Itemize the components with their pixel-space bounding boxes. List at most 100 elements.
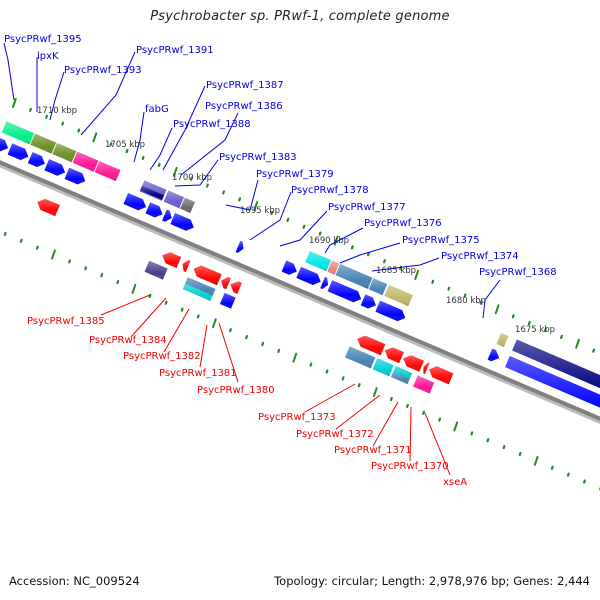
forward-cds-shading — [281, 260, 297, 275]
gene-label[interactable]: PsycPRwf_1372 — [296, 429, 374, 440]
forward-cds-shading — [145, 202, 163, 218]
gene-label[interactable]: PsycPRwf_1374 — [441, 251, 519, 262]
minor-tick — [125, 149, 129, 154]
gene-label[interactable]: PsycPRwf_1386 — [205, 101, 283, 112]
major-tick — [11, 97, 17, 108]
minor-tick — [286, 217, 290, 223]
minor-tick — [141, 155, 145, 161]
reverse-cds-shading — [162, 252, 182, 269]
scale-label: 1695 kbp — [240, 206, 280, 216]
forward-cds-shading — [44, 159, 66, 176]
gene-label[interactable]: PsycPRwf_1385 — [27, 316, 105, 327]
cog-box-shading — [219, 292, 236, 309]
cog-box-shading — [496, 332, 509, 348]
gene-label[interactable]: PsycPRwf_1395 — [4, 34, 82, 45]
cog-box-shading — [163, 190, 184, 209]
gene-label[interactable]: PsycPRwf_1384 — [89, 335, 167, 346]
reverse-cds-shading — [230, 281, 242, 294]
cog-box-shading — [368, 278, 388, 296]
gene-label[interactable]: PsycPRwf_1381 — [159, 368, 237, 379]
minor-tick — [45, 114, 49, 119]
cog-box-shading — [392, 366, 413, 380]
minor-tick — [164, 300, 168, 305]
minor-tick — [29, 107, 32, 112]
gene-label[interactable]: PsycPRwf_1391 — [136, 45, 214, 56]
scale-label: 1700 kbp — [172, 173, 212, 183]
major-tick — [292, 352, 298, 363]
cog-box-shading — [512, 339, 600, 389]
reverse-cds-shading — [37, 198, 60, 217]
major-tick — [51, 249, 56, 260]
major-tick — [372, 387, 378, 398]
scale-label: 1680 kbp — [446, 296, 486, 306]
gene-label[interactable]: PsycPRwf_1378 — [291, 185, 369, 196]
accession-text: Accession: NC_009524 — [9, 574, 140, 588]
minor-tick — [422, 410, 426, 415]
minor-tick — [502, 445, 506, 450]
gene-label[interactable]: PsycPRwf_1373 — [258, 412, 336, 423]
forward-cds-shading — [487, 348, 500, 362]
minor-tick — [592, 348, 596, 353]
scale-labels: 1710 kbp 1705 kbp 1700 kbp 1695 kbp 1690… — [37, 106, 555, 335]
reverse-cds-shading — [193, 265, 222, 286]
gene-label[interactable]: PsycPRwf_1383 — [219, 152, 297, 163]
gene-label[interactable]: PsycPRwf_1371 — [334, 445, 412, 456]
minor-tick — [566, 472, 570, 477]
gene-label[interactable]: PsycPRwf_1393 — [64, 65, 142, 76]
minor-tick — [77, 128, 81, 133]
minor-tick — [222, 190, 226, 195]
cog-box-shading — [390, 371, 410, 385]
major-tick — [172, 166, 178, 177]
reverse-cds-shading — [182, 259, 191, 272]
gene-label[interactable]: PsycPRwf_1375 — [402, 235, 480, 246]
cog-box-shading — [180, 197, 196, 213]
minor-tick — [206, 183, 209, 188]
minor-tick — [180, 307, 184, 312]
cog-box-shading — [184, 277, 216, 297]
minor-tick — [3, 231, 7, 237]
cog-box-shading — [305, 251, 332, 272]
scale-label: 1685 kbp — [376, 266, 416, 276]
forward-cds-shading — [375, 300, 406, 322]
minor-tick — [116, 279, 120, 285]
forward-cds-shading — [505, 356, 600, 408]
forward-gene-labels: PsycPRwf_1395 lpxK PsycPRwf_1393 PsycPRw… — [4, 34, 557, 278]
gene-label[interactable]: PsycPRwf_1380 — [197, 385, 275, 396]
minor-tick — [318, 231, 322, 236]
minor-tick — [550, 465, 554, 470]
gene-label[interactable]: PsycPRwf_1388 — [173, 119, 251, 130]
minor-tick — [35, 245, 39, 250]
reverse-cds-shading — [384, 347, 404, 364]
major-tick — [414, 269, 420, 280]
gene-label[interactable]: PsycPRwf_1382 — [123, 351, 201, 362]
gene-label[interactable]: xseA — [443, 477, 467, 488]
minor-tick — [189, 176, 193, 181]
gene-label[interactable]: PsycPRwf_1368 — [479, 267, 557, 278]
minor-tick — [447, 286, 451, 291]
forward-cds-shading — [162, 209, 172, 222]
forward-cds-shading — [123, 192, 147, 211]
minor-tick — [68, 259, 71, 264]
minor-tick — [245, 334, 248, 340]
gene-label[interactable]: PsycPRwf_1370 — [371, 461, 449, 472]
minor-tick — [543, 327, 547, 333]
major-tick — [253, 201, 259, 212]
cog-box-shading — [413, 375, 435, 394]
cog-box-shading — [30, 133, 57, 154]
genome-backbone — [0, 160, 600, 424]
gene-label[interactable]: fabG — [145, 104, 169, 115]
major-tick — [211, 318, 217, 329]
cog-box-shading — [327, 260, 340, 275]
gene-label[interactable]: PsycPRwf_1379 — [256, 169, 334, 180]
minor-tick — [560, 334, 563, 339]
forward-cds-shading — [0, 138, 9, 152]
gene-label[interactable]: PsycPRwf_1387 — [206, 80, 284, 91]
minor-tick — [479, 300, 483, 305]
gene-label[interactable]: lpxK — [37, 51, 59, 62]
gene-label[interactable]: PsycPRwf_1377 — [328, 202, 406, 213]
major-tick — [131, 283, 137, 294]
gene-label[interactable]: PsycPRwf_1376 — [364, 218, 442, 229]
reverse-cds-shading — [357, 335, 386, 356]
reverse-cds-shading — [429, 366, 454, 385]
